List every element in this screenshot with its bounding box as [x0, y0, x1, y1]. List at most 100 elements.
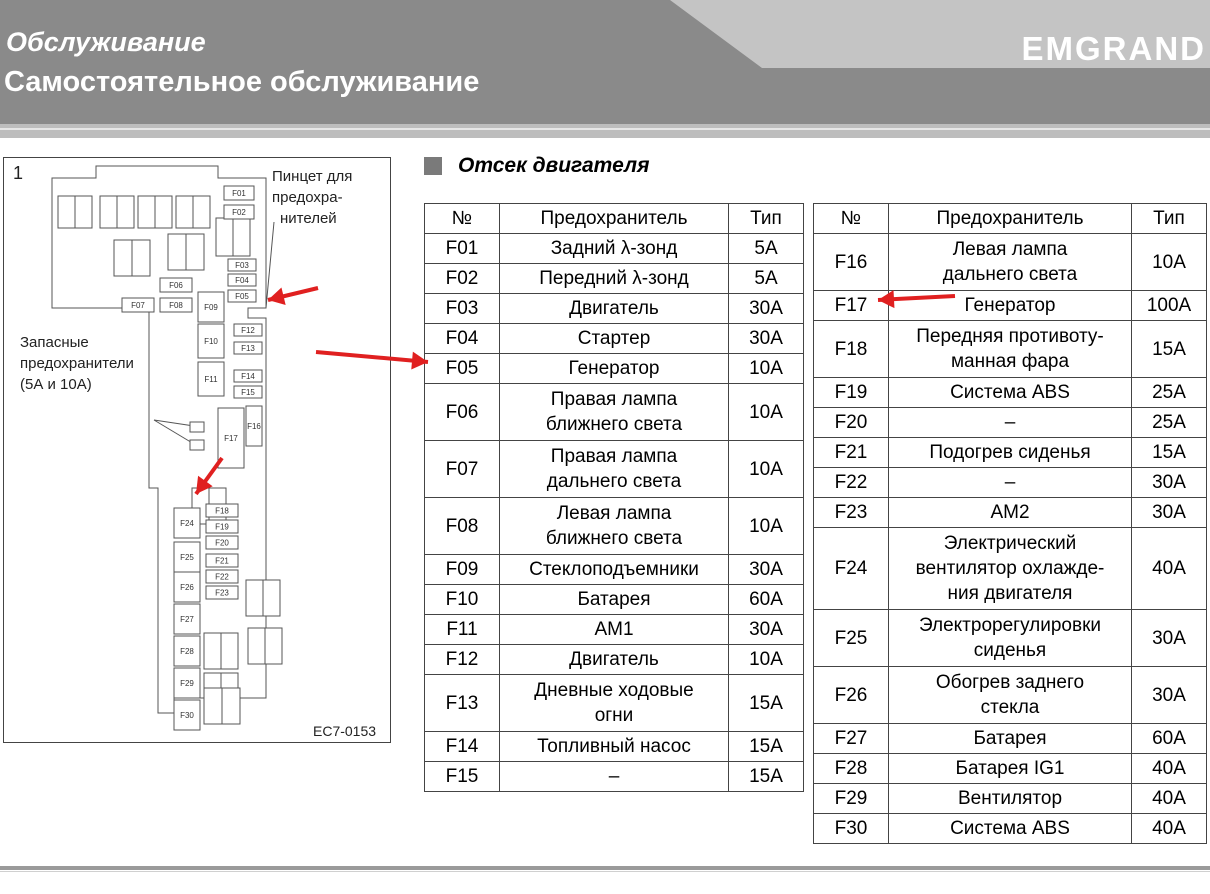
- fuse-slot-label: F01: [232, 189, 246, 198]
- fuse-slot-label: F12: [241, 326, 255, 335]
- fuse-slot-label: F13: [241, 344, 255, 353]
- fuse-slot: [233, 369, 263, 383]
- fuse-rating: 15А: [728, 761, 804, 792]
- fuse-slot: [159, 297, 193, 313]
- section-square-icon: [424, 157, 442, 175]
- fuse-slot: [173, 571, 201, 603]
- fuse-rating: 25А: [1131, 377, 1207, 408]
- fuse-name-line: Обогрев заднего: [935, 672, 1085, 693]
- fuse-rating: 30А: [728, 554, 804, 585]
- table-header-row: № Предохранитель Тип: [813, 203, 1207, 234]
- footer-divider-highlight: [0, 871, 1210, 872]
- fuse-name-line: Двигатель: [569, 649, 659, 670]
- fuse-slot-label: F21: [215, 557, 229, 566]
- fuse-slot: [197, 291, 225, 323]
- fuse-number: F17: [813, 290, 889, 321]
- fuse-rating: 30А: [728, 614, 804, 645]
- fuse-number: F18: [813, 320, 889, 378]
- spare-leader-line: [153, 419, 195, 427]
- fuse-number: F13: [424, 674, 500, 732]
- fuse-name: Стеклоподъемники: [499, 554, 729, 585]
- fuse-rating: 30А: [1131, 609, 1207, 667]
- fuse-slot: [205, 585, 239, 600]
- fuse-slot: [205, 535, 239, 550]
- fuse-number: F24: [813, 527, 889, 610]
- fuse-slot-label: F19: [215, 523, 229, 532]
- table-row: F22–30А: [813, 467, 1207, 498]
- fuse-name-line: вентилятор охлажде-: [915, 558, 1105, 579]
- fuse-rating: 30А: [1131, 467, 1207, 498]
- fuse-rating: 10А: [728, 383, 804, 441]
- fuse-name-line: Система ABS: [950, 818, 1070, 839]
- fuse-slot-label: F04: [235, 276, 249, 285]
- footer-divider: [0, 866, 1210, 870]
- fuse-rating: 10А: [728, 353, 804, 384]
- fuse-slot-label: F20: [215, 539, 229, 548]
- fuse-name-line: Правая лампа: [550, 446, 678, 467]
- fuse-number: F09: [424, 554, 500, 585]
- tweezers-label-1: Пинцет для: [272, 168, 353, 185]
- spare-label-2: предохранители: [20, 355, 134, 372]
- col-header-no: №: [424, 203, 500, 234]
- fuse-number: F30: [813, 813, 889, 844]
- fuse-number: F05: [424, 353, 500, 384]
- fuse-slot-label: F11: [204, 375, 218, 384]
- fuse-name-line: Подогрев сиденья: [929, 442, 1091, 463]
- fuse-slot-label: F22: [215, 573, 229, 582]
- fuse-rating: 60А: [728, 584, 804, 615]
- fuse-rating: 5А: [728, 263, 804, 294]
- col-header-type: Тип: [728, 203, 804, 234]
- fuse-name-line: AM2: [990, 502, 1030, 523]
- fuse-number: F22: [813, 467, 889, 498]
- fuse-rating: 40А: [1131, 753, 1207, 784]
- fuse-name-line: огни: [594, 705, 634, 726]
- fuse-slot: [173, 541, 201, 573]
- fuse-rating: 10А: [728, 644, 804, 675]
- fuse-slot-label: F16: [247, 422, 261, 431]
- fuse-number: F07: [424, 440, 500, 498]
- fuse-slot-label: F03: [235, 261, 249, 270]
- table-row: F20–25А: [813, 407, 1207, 438]
- spare-label-3: (5А и 10А): [20, 376, 92, 393]
- fuse-number: F19: [813, 377, 889, 408]
- fuse-rating: 15А: [728, 674, 804, 732]
- fuse-name-line: Система ABS: [950, 382, 1070, 403]
- fuse-name-line: Левая лампа: [556, 503, 672, 524]
- fuse-rating: 40А: [1131, 783, 1207, 814]
- fuse-name: Передняя противоту-манная фара: [888, 320, 1132, 378]
- fuse-slot: [197, 361, 225, 397]
- fuse-name-line: Стеклоподъемники: [529, 559, 699, 580]
- fuse-rating: 15А: [1131, 320, 1207, 378]
- fuse-slot-label: F09: [204, 303, 218, 312]
- fuse-name-line: дальнего света: [942, 264, 1078, 285]
- fuse-name: Батарея IG1: [888, 753, 1132, 784]
- fuse-rating: 30А: [1131, 666, 1207, 724]
- diagram-number: 1: [13, 163, 24, 183]
- fuse-name: Топливный насос: [499, 731, 729, 762]
- fuse-slot: [205, 553, 239, 568]
- spare-fuse: [189, 439, 205, 451]
- fuse-slot-label: F25: [180, 553, 194, 562]
- fuse-slot-label: F17: [224, 434, 238, 443]
- brand-logo: EMGRAND: [1021, 30, 1206, 67]
- fuse-slot: [205, 569, 239, 584]
- fuse-name: AM1: [499, 614, 729, 645]
- fuse-slot-label: F14: [241, 372, 255, 381]
- fuse-name: Батарея: [499, 584, 729, 615]
- fuse-rating: 40А: [1131, 527, 1207, 610]
- spare-fuse: [189, 421, 205, 433]
- fuse-number: F15: [424, 761, 500, 792]
